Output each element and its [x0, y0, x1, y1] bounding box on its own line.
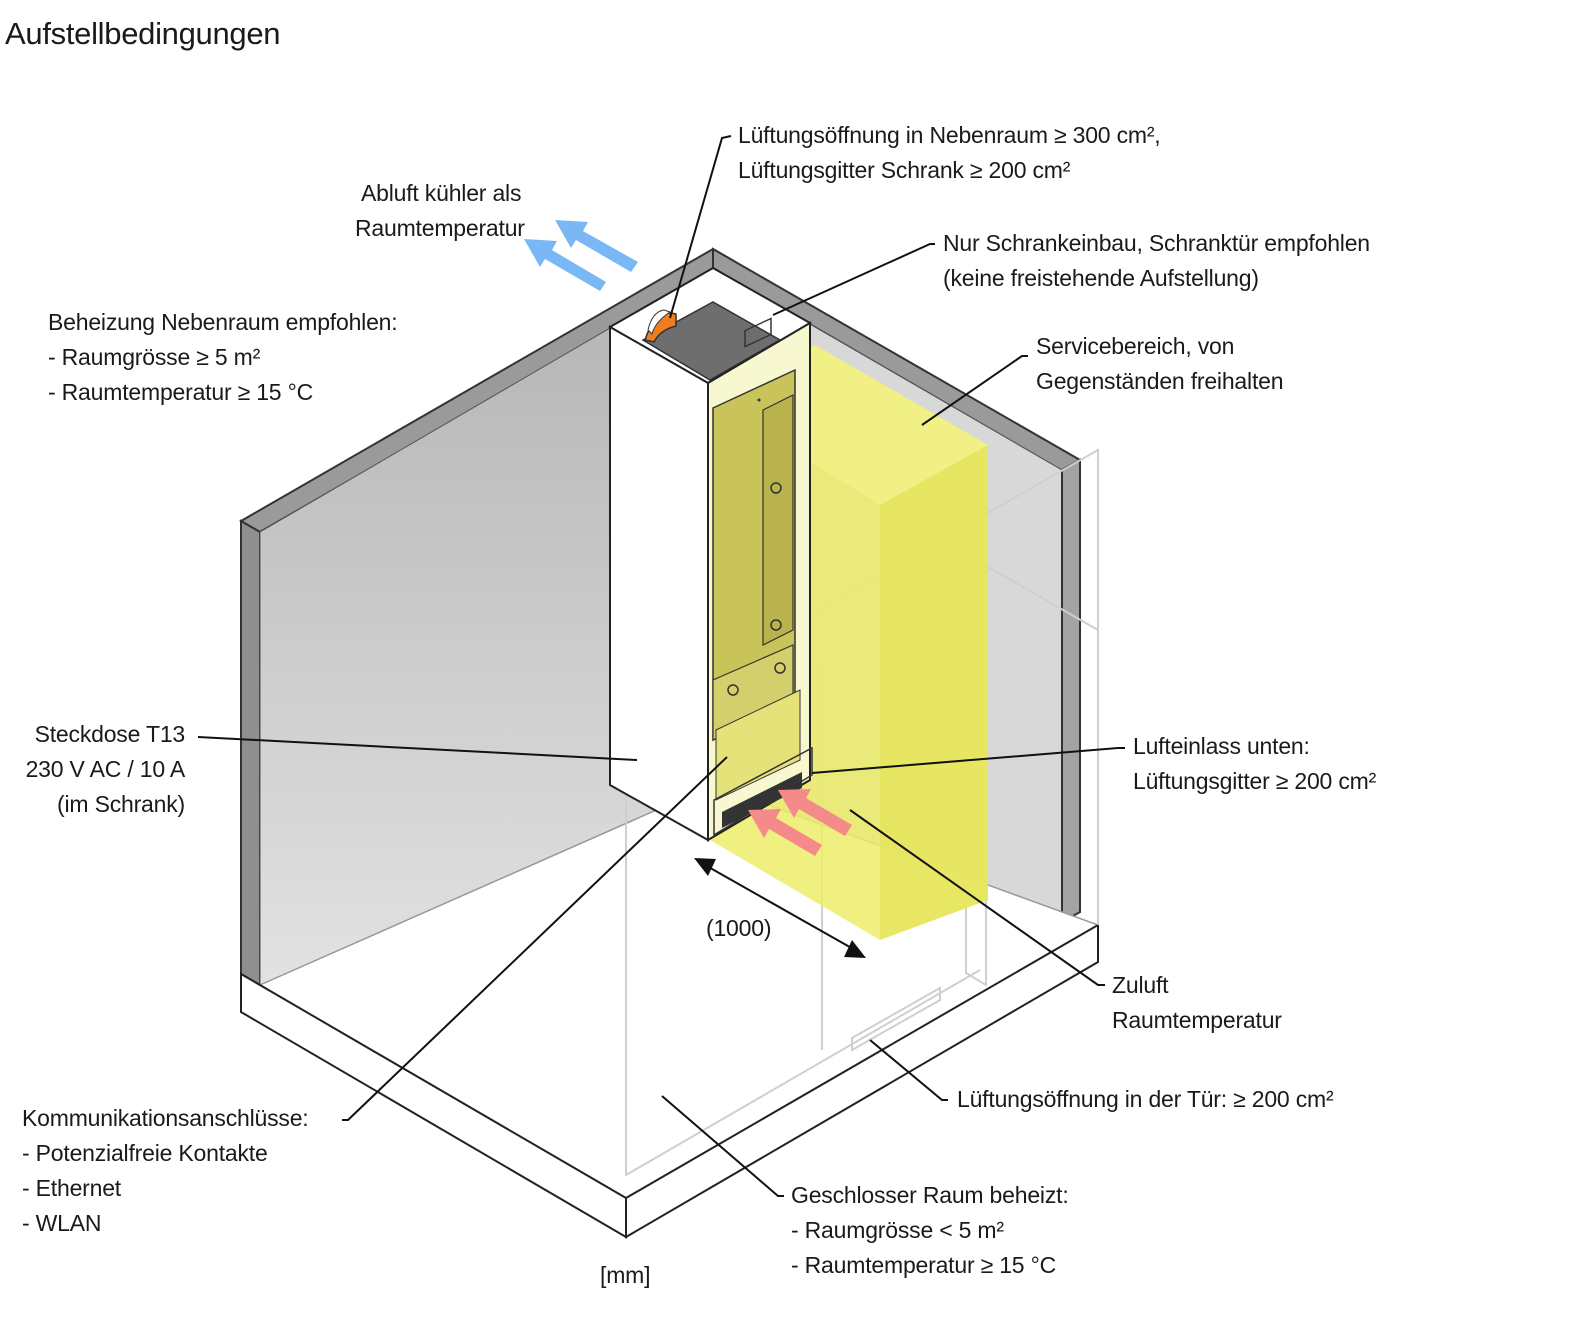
- label-lueftung-top: Lüftungsöffnung in Nebenraum ≥ 300 cm², …: [738, 118, 1161, 188]
- label-tuer: Lüftungsöffnung in der Tür: ≥ 200 cm²: [957, 1082, 1334, 1117]
- label-beheizung: Beheizung Nebenraum empfohlen: - Raumgrö…: [48, 305, 398, 410]
- dimension-arrow: [694, 858, 866, 958]
- label-steckdose: Steckdose T13 230 V AC / 10 A (im Schran…: [25, 717, 186, 822]
- label-schrankeinbau-line2: (keine freistehende Aufstellung): [943, 265, 1259, 291]
- label-beheizung-line1: Beheizung Nebenraum empfohlen:: [48, 309, 398, 335]
- label-geschlossen: Geschlosser Raum beheizt: - Raumgrösse <…: [791, 1178, 1069, 1283]
- label-geschlossen-line1: Geschlosser Raum beheizt:: [791, 1182, 1069, 1208]
- unit-label: [mm]: [600, 1262, 651, 1288]
- label-kommunikation-line3: - Ethernet: [22, 1175, 121, 1201]
- label-lufteinlass-line1: Lufteinlass unten:: [1133, 733, 1310, 759]
- device-unit: [712, 317, 813, 837]
- label-schrankeinbau-line1: Nur Schrankeinbau, Schranktür empfohlen: [943, 230, 1370, 256]
- label-lufteinlass-line2: Lüftungsgitter ≥ 200 cm²: [1133, 768, 1377, 794]
- label-schrankeinbau: Nur Schrankeinbau, Schranktür empfohlen …: [943, 226, 1370, 296]
- label-lueftung-top-line1: Lüftungsöffnung in Nebenraum ≥ 300 cm²,: [738, 122, 1161, 148]
- label-zuluft: Zuluft Raumtemperatur: [1112, 968, 1282, 1038]
- label-beheizung-line2: - Raumgrösse ≥ 5 m²: [48, 344, 261, 370]
- dimension-label: (1000): [706, 915, 772, 941]
- exhaust-duct: [644, 309, 677, 343]
- label-beheizung-line3: - Raumtemperatur ≥ 15 °C: [48, 379, 314, 405]
- page-title: Aufstellbedingungen: [5, 16, 281, 51]
- label-geschlossen-line2: - Raumgrösse < 5 m²: [791, 1217, 1004, 1243]
- label-servicebereich-line2: Gegenständen freihalten: [1036, 368, 1284, 394]
- label-kommunikation: Kommunikationsanschlüsse: - Potenzialfre…: [22, 1101, 309, 1241]
- label-lufteinlass: Lufteinlass unten: Lüftungsgitter ≥ 200 …: [1133, 729, 1376, 799]
- label-geschlossen-line3: - Raumtemperatur ≥ 15 °C: [791, 1252, 1057, 1278]
- label-zuluft-line1: Zuluft: [1112, 972, 1169, 998]
- label-servicebereich: Servicebereich, von Gegenständen freihal…: [1036, 329, 1284, 399]
- label-steckdose-line2: 230 V AC / 10 A: [25, 756, 186, 782]
- label-steckdose-line1: Steckdose T13: [34, 721, 186, 747]
- label-tuer-line1: Lüftungsöffnung in der Tür: ≥ 200 cm²: [957, 1086, 1334, 1112]
- label-lueftung-top-line2: Lüftungsgitter Schrank ≥ 200 cm²: [738, 157, 1071, 183]
- label-kommunikation-line2: - Potenzialfreie Kontakte: [22, 1140, 268, 1166]
- label-abluft: Abluft kühler als Raumtemperatur: [355, 176, 525, 246]
- exhaust-arrows: [524, 220, 638, 291]
- intake-arrows: [748, 789, 852, 856]
- label-kommunikation-line1: Kommunikationsanschlüsse:: [22, 1105, 309, 1131]
- label-kommunikation-line4: - WLAN: [22, 1210, 102, 1236]
- label-servicebereich-line1: Servicebereich, von: [1036, 333, 1235, 359]
- callout-lines: [197, 135, 1125, 1197]
- label-steckdose-line3: (im Schrank): [57, 791, 185, 817]
- label-zuluft-line2: Raumtemperatur: [1112, 1007, 1282, 1033]
- label-abluft-line2: Raumtemperatur: [355, 215, 525, 241]
- label-abluft-line1: Abluft kühler als: [361, 180, 522, 206]
